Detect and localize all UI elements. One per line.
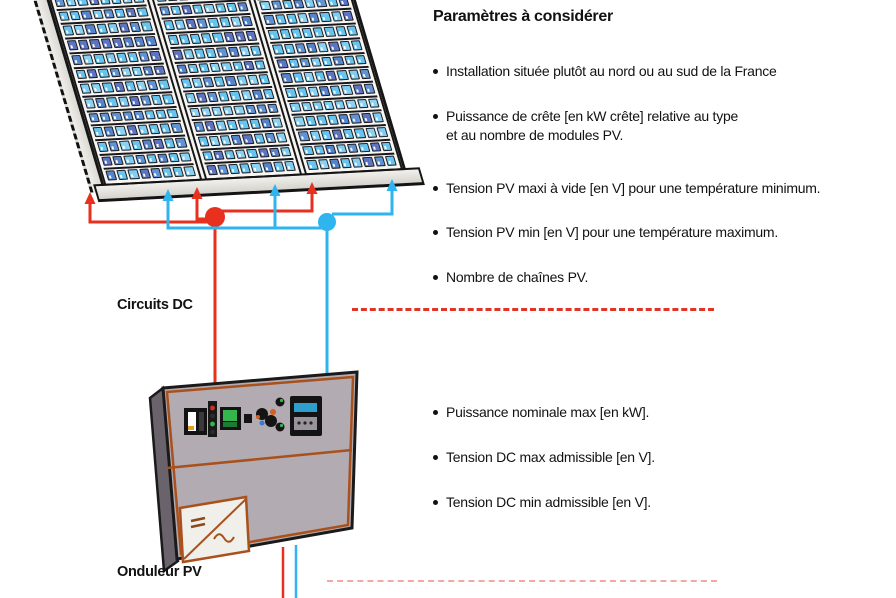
params-title: Paramètres à considérer <box>433 8 613 25</box>
bullet-dot <box>433 455 438 460</box>
terminal-block-icon <box>244 414 252 423</box>
dc-ac-symbol-icon <box>178 495 251 564</box>
param-bullet: Nombre de chaînes PV. <box>433 268 588 287</box>
divider-dashed-bottom <box>327 580 717 582</box>
bullet-dot <box>433 410 438 415</box>
inverter-front-rim <box>165 375 355 556</box>
param-bullet: Puissance nominale max [en kW]. <box>433 403 649 422</box>
inverter-side-face <box>148 385 180 574</box>
param-text: Installation située plutôt au nord ou au… <box>446 63 777 79</box>
bullet-dot <box>433 69 438 74</box>
param-text: Tension DC max admissible [en V]. <box>446 449 655 465</box>
bullet-dot <box>433 186 438 191</box>
red-arrow-icon <box>84 192 96 204</box>
knob-icon <box>275 397 285 432</box>
param-text: Puissance nominale max [en kW]. <box>446 404 650 420</box>
param-bullet: Tension PV min [en V] pour une températu… <box>433 223 778 242</box>
bullet-dot <box>433 230 438 235</box>
param-text: Tension DC min admissible [en V]. <box>446 494 651 510</box>
led-strip-icon <box>208 401 217 437</box>
divider-dashed-top <box>352 308 714 311</box>
display-unit-icon <box>290 396 322 436</box>
bullet-dot <box>433 500 438 505</box>
blue-arrow-icon <box>386 179 398 191</box>
rotary-switch-icon <box>256 408 277 427</box>
label-onduleur-pv: Onduleur PV <box>117 564 202 580</box>
param-text: Tension PV maxi à vide [en V] pour une t… <box>446 180 821 196</box>
label-circuits-dc: Circuits DC <box>117 297 193 313</box>
red-arrow-icon <box>306 182 318 194</box>
ac-output-wires <box>281 545 298 598</box>
param-text: Tension PV min [en V] pour une températu… <box>446 224 778 240</box>
inverter <box>148 370 359 574</box>
bullet-dot <box>433 114 438 119</box>
inverter-components <box>184 396 322 437</box>
contactor-icon <box>220 407 241 430</box>
dc-wires-red <box>84 182 318 384</box>
blue-arrow-icon <box>269 184 281 196</box>
breaker-icon <box>184 408 207 435</box>
bullet-dot <box>433 275 438 280</box>
blue-junction-dot <box>318 213 336 231</box>
param-bullet: Puissance de crête [en kW crête] relativ… <box>433 107 738 145</box>
red-arrow-icon <box>191 187 203 199</box>
inverter-divider <box>166 448 353 470</box>
red-junction-dot <box>205 207 225 227</box>
blue-arrow-icon <box>162 189 174 201</box>
param-bullet: Tension PV maxi à vide [en V] pour une t… <box>433 179 821 198</box>
dc-wires-blue <box>162 179 398 375</box>
param-bullet: Installation située plutôt au nord ou au… <box>433 62 777 81</box>
param-bullet: Tension DC min admissible [en V]. <box>433 493 651 512</box>
param-text: Puissance de crête [en kW crête] relativ… <box>446 108 739 143</box>
param-text: Nombre de chaînes PV. <box>446 269 589 285</box>
param-bullet: Tension DC max admissible [en V]. <box>433 448 655 467</box>
